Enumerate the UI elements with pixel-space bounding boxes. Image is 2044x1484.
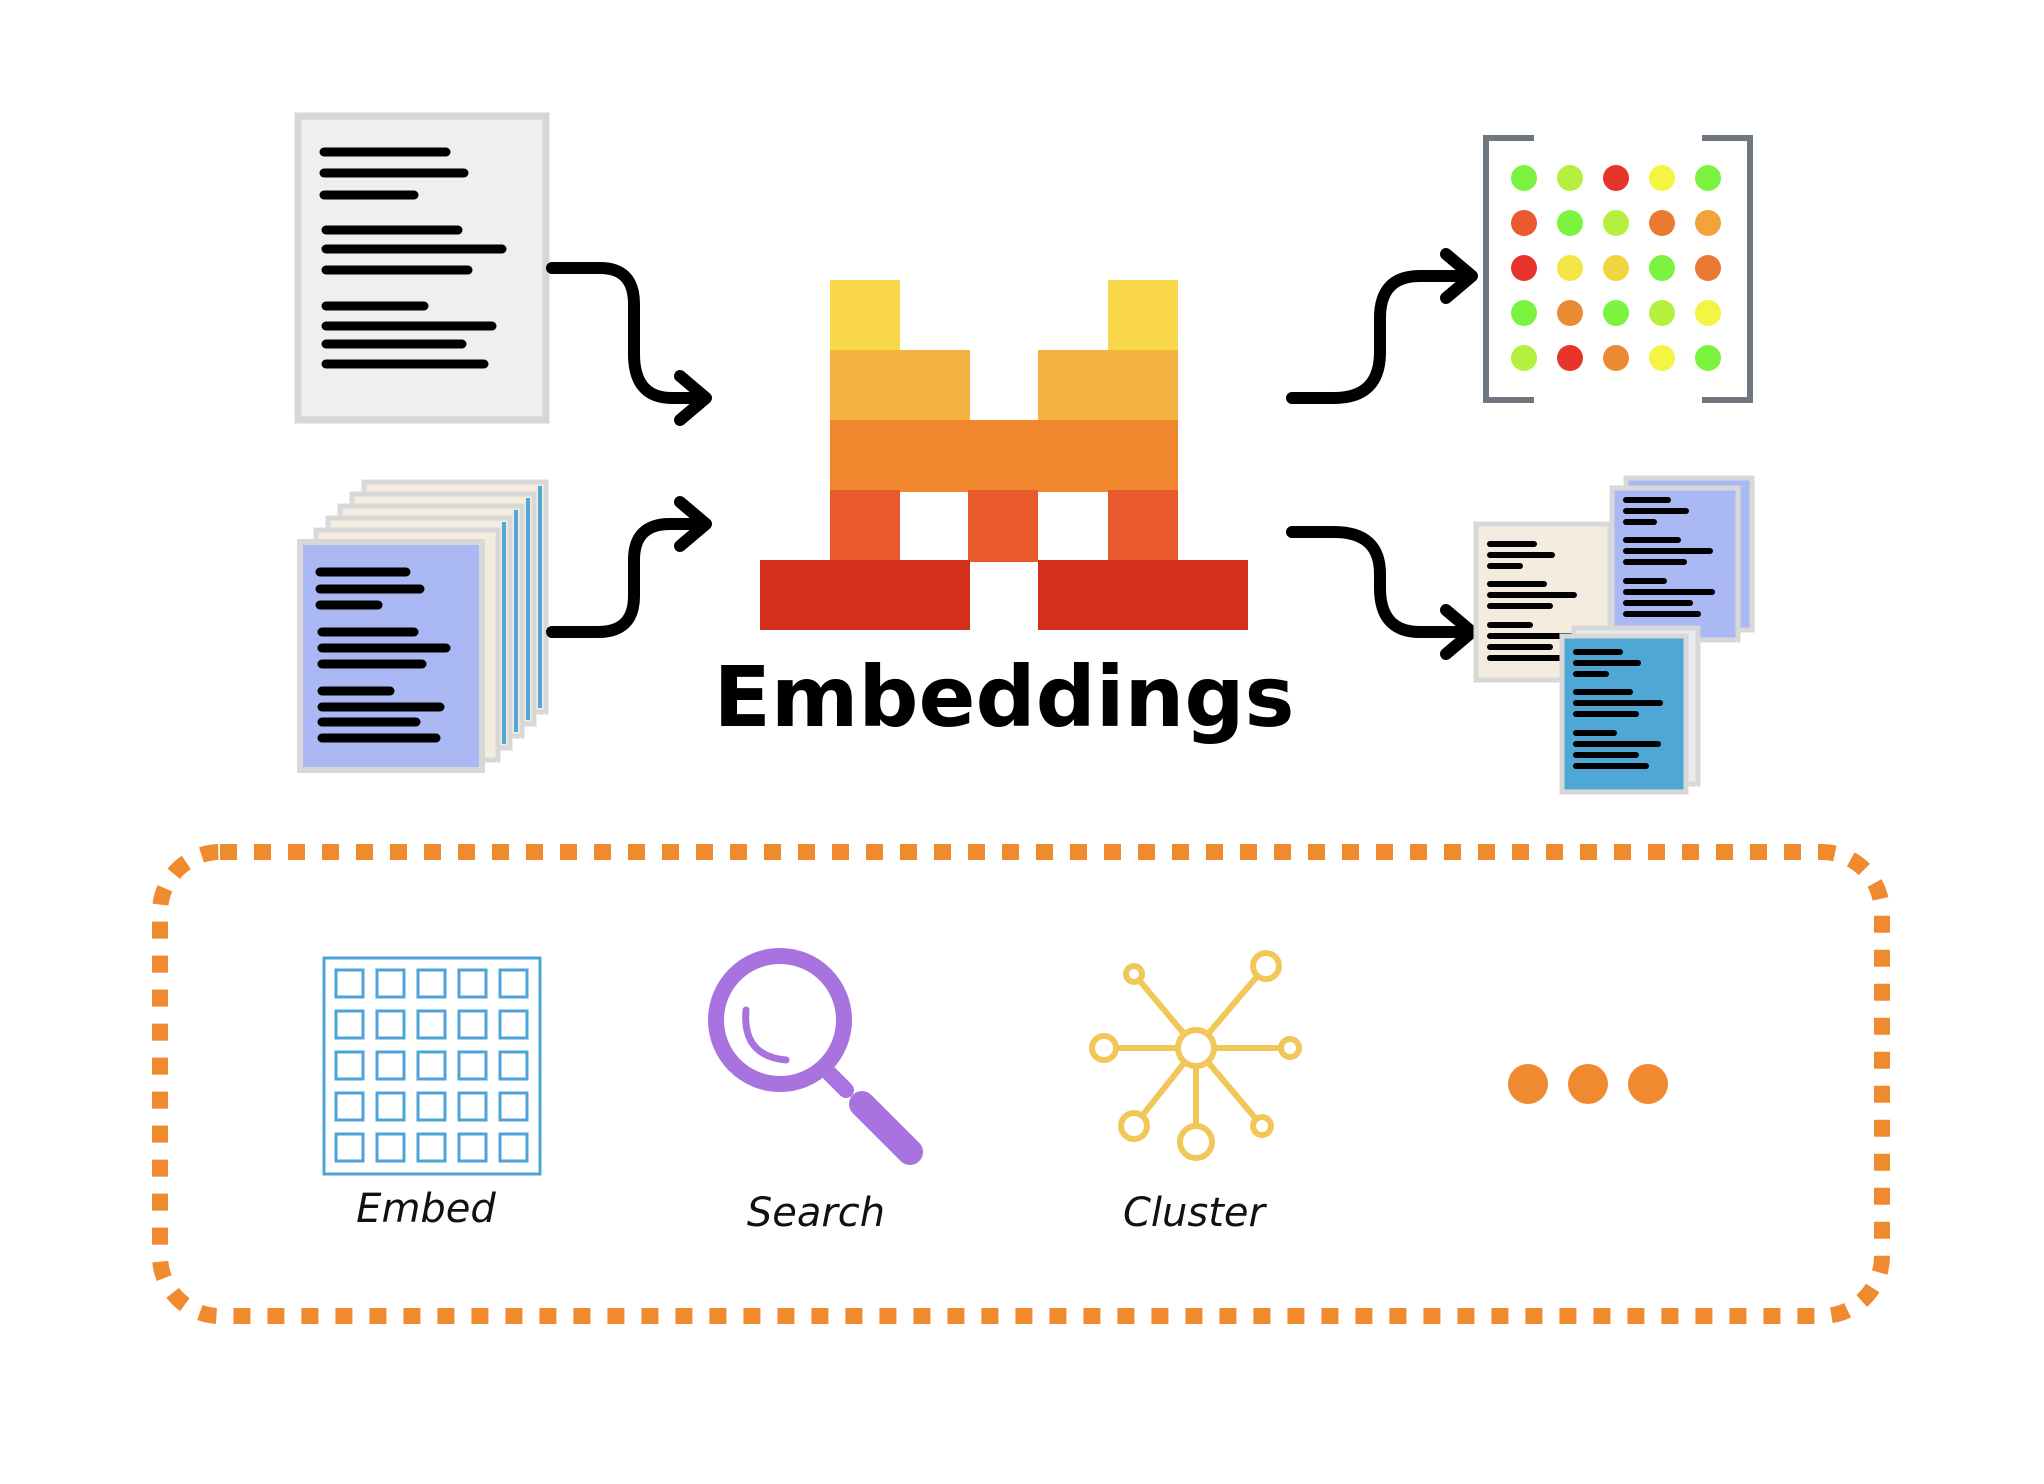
embedding-matrix (1483, 135, 1753, 403)
arrow-stack-to-model (546, 518, 706, 638)
grid-cell (457, 968, 488, 999)
output-document-group (1473, 475, 1755, 795)
matrix-dot (1557, 300, 1583, 326)
matrix-dot (1511, 300, 1537, 326)
document-text-lines (315, 567, 451, 743)
logo-block (830, 280, 900, 352)
logo-block (830, 350, 970, 422)
matrix-dot (1603, 255, 1629, 281)
document-text-lines (1623, 497, 1715, 617)
feature-label-embed: Embed (356, 1186, 496, 1232)
output-arrows (1286, 248, 1478, 660)
matrix-dot (1695, 165, 1721, 191)
grid-cell (457, 1132, 488, 1163)
grid-cell (457, 1009, 488, 1040)
magnifier-icon (708, 948, 923, 1165)
matrix-dot (1603, 165, 1629, 191)
grid-cell (498, 1009, 529, 1040)
logo-block (1108, 490, 1178, 562)
matrix-dot (1649, 210, 1675, 236)
grid-cell (334, 1132, 365, 1163)
matrix-dot (1603, 210, 1629, 236)
matrix-dot (1649, 165, 1675, 191)
document-text-lines (1573, 649, 1663, 769)
model-title: Embeddings (714, 648, 1295, 746)
matrix-dot (1603, 300, 1629, 326)
logo-block (1108, 280, 1178, 352)
matrix-dot (1649, 255, 1675, 281)
features-panel-border (152, 844, 1890, 1324)
grid-cell (457, 1091, 488, 1122)
left-bracket (1483, 135, 1534, 403)
matrix-dot (1649, 300, 1675, 326)
arrow-model-to-vectors (1286, 270, 1472, 404)
grid-cell (375, 1050, 406, 1081)
logo-block (968, 490, 1038, 562)
grid-cell (498, 1132, 529, 1163)
matrix-dot (1695, 300, 1721, 326)
feature-label-cluster: Cluster (1123, 1190, 1268, 1236)
grid-cell (416, 1132, 447, 1163)
logo-block (830, 420, 1178, 492)
matrix-dot (1695, 345, 1721, 371)
front-blue-page (297, 539, 485, 773)
matrix-dot (1649, 345, 1675, 371)
input-arrows (546, 262, 712, 638)
matrix-dots (1511, 165, 1721, 371)
matrix-dot (1557, 345, 1583, 371)
grid-cell (375, 968, 406, 999)
matrix-dot (1511, 210, 1537, 236)
matrix-dot (1511, 345, 1537, 371)
arrow-document-to-model (546, 262, 706, 404)
grid-cell (498, 1050, 529, 1081)
grid-cell (498, 1091, 529, 1122)
grid-cell (416, 1009, 447, 1040)
logo-block (1038, 350, 1178, 422)
feature-label-search: Search (747, 1190, 885, 1236)
document-text-lines (1487, 541, 1577, 661)
grid-cell (334, 1091, 365, 1122)
grid-cell (416, 1050, 447, 1081)
input-single-document (294, 112, 550, 424)
logo-block (1038, 560, 1248, 630)
matrix-dot (1695, 210, 1721, 236)
ellipsis-icon (1508, 1064, 1668, 1104)
matrix-dot (1557, 255, 1583, 281)
grid-cell (334, 1050, 365, 1081)
matrix-dot (1557, 165, 1583, 191)
matrix-dot (1511, 165, 1537, 191)
document-text-lines (319, 147, 507, 369)
network-icon (1089, 950, 1302, 1161)
arrowhead (674, 370, 712, 426)
arrowhead (674, 496, 712, 552)
right-bracket (1702, 135, 1753, 403)
matrix-dot (1695, 255, 1721, 281)
grid-cell (375, 1009, 406, 1040)
grid-cell (416, 968, 447, 999)
grid-cell (375, 1091, 406, 1122)
arrow-model-to-documents (1286, 526, 1472, 638)
arrowhead (1440, 604, 1478, 660)
input-document-stack (297, 479, 549, 773)
grid-cell (334, 1009, 365, 1040)
grid-cell (334, 968, 365, 999)
grid-cell (375, 1132, 406, 1163)
grid-icon (322, 956, 542, 1176)
arrowhead (1440, 248, 1478, 304)
model-logo (760, 280, 1248, 630)
matrix-dot (1557, 210, 1583, 236)
matrix-dot (1603, 345, 1629, 371)
logo-block (830, 490, 900, 562)
logo-block (760, 560, 970, 630)
grid-cell (457, 1050, 488, 1081)
grid-cell (498, 968, 529, 999)
matrix-dot (1511, 255, 1537, 281)
grid-cell (416, 1091, 447, 1122)
